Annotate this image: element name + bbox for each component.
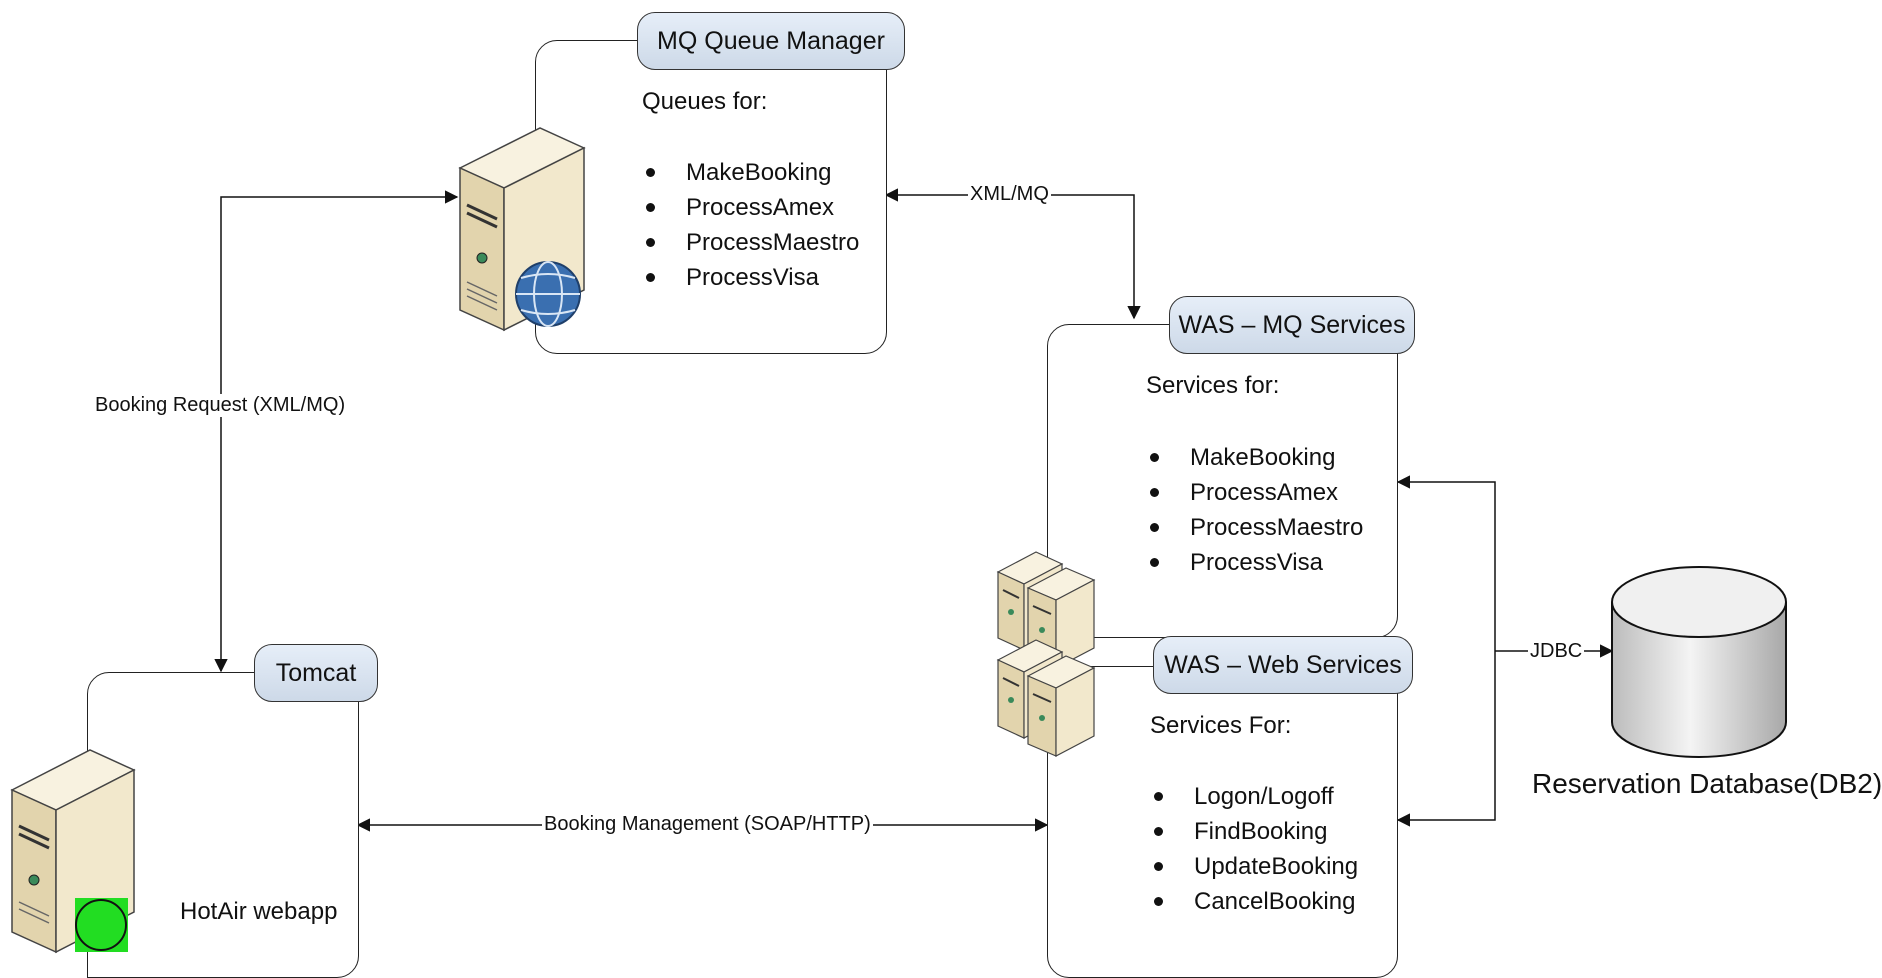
database-label: Reservation Database(DB2) [1532, 768, 1882, 799]
mq-queue-list: MakeBooking ProcessAmex ProcessMaestro P… [642, 155, 859, 295]
list-item: MakeBooking [1146, 440, 1363, 475]
tomcat-app-label: HotAir webapp [180, 898, 338, 925]
tomcat-title: Tomcat [254, 644, 378, 702]
list-item: MakeBooking [642, 155, 859, 190]
list-item: FindBooking [1150, 814, 1358, 849]
booking-request-label: Booking Request (XML/MQ) [93, 394, 348, 417]
was-web-services-heading: Services For: [1150, 712, 1292, 739]
was-mq-services-list: MakeBooking ProcessAmex ProcessMaestro P… [1146, 440, 1363, 580]
mq-queues-heading: Queues for: [642, 88, 768, 115]
mq-queue-manager-title: MQ Queue Manager [637, 12, 905, 70]
list-item: ProcessMaestro [642, 225, 859, 260]
was-mq-services-box [1047, 324, 1398, 638]
jdbc-label: JDBC [1528, 640, 1585, 663]
globe-icon [515, 261, 581, 327]
status-indicator-icon [75, 898, 128, 952]
xml-mq-label: XML/MQ [968, 183, 1051, 206]
list-item: UpdateBooking [1150, 849, 1358, 884]
was-web-services-box [1047, 666, 1398, 978]
was-mq-services-heading: Services for: [1146, 372, 1280, 399]
list-item: Logon/Logoff [1150, 779, 1358, 814]
was-mq-services-title: WAS – MQ Services [1169, 296, 1415, 354]
was-web-services-list: Logon/Logoff FindBooking UpdateBooking C… [1150, 779, 1358, 919]
list-item: CancelBooking [1150, 884, 1358, 919]
list-item: ProcessAmex [1146, 475, 1363, 510]
jdbc-to-web-services-connector [1396, 651, 1496, 827]
was-web-services-title: WAS – Web Services [1153, 636, 1413, 694]
jdbc-to-mq-services-connector [1396, 475, 1496, 651]
list-item: ProcessVisa [1146, 545, 1363, 580]
list-item: ProcessAmex [642, 190, 859, 225]
booking-management-label: Booking Management (SOAP/HTTP) [542, 813, 873, 836]
list-item: ProcessVisa [642, 260, 859, 295]
booking-request-connector [214, 190, 459, 673]
list-item: ProcessMaestro [1146, 510, 1363, 545]
mq-queue-manager-box [535, 40, 887, 354]
